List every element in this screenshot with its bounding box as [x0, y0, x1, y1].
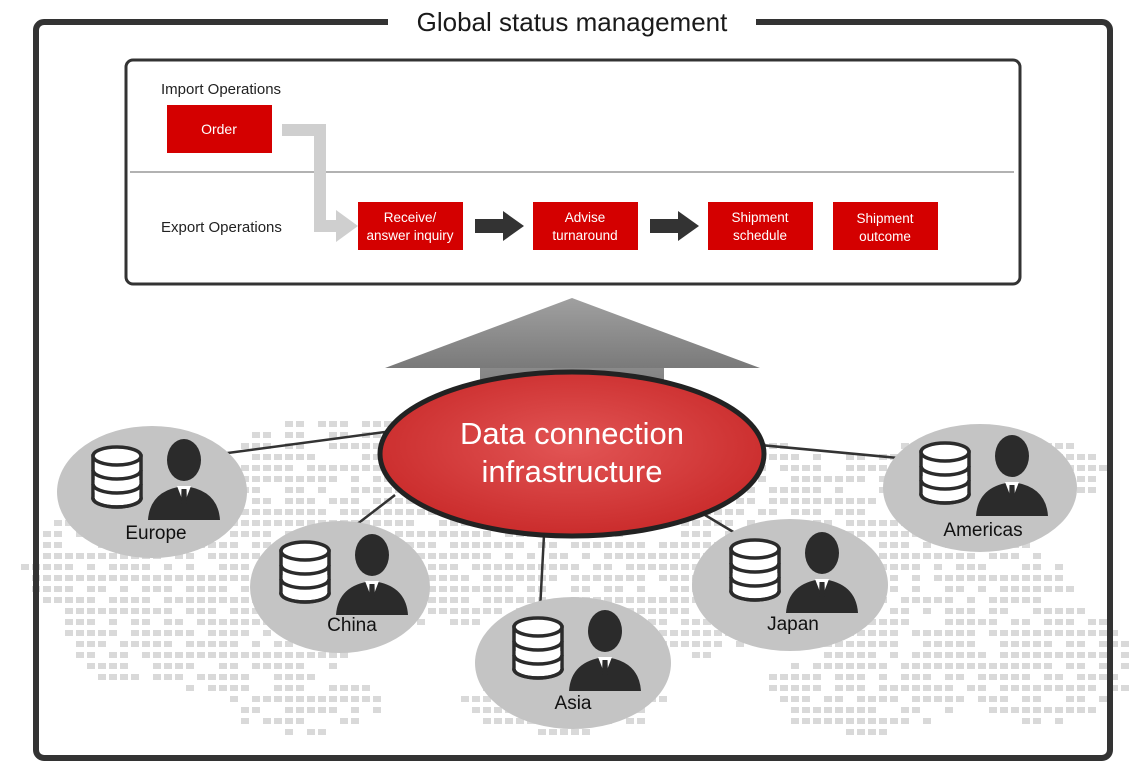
arrow-right-icon	[650, 211, 699, 241]
region-label: Japan	[767, 614, 819, 635]
region-node-americas: Americas	[883, 424, 1077, 552]
export-operations-label: Export Operations	[161, 219, 282, 236]
person-icon	[569, 610, 641, 691]
database-icon	[91, 445, 143, 509]
step-receive-inquiry: Receive/ answer inquiry	[358, 202, 463, 250]
region-node-asia: Asia	[475, 597, 671, 729]
step-label-line1: Receive/	[384, 210, 437, 225]
order-box: Order	[167, 105, 272, 153]
step-advise-turnaround: Advise turnaround	[533, 202, 638, 250]
step-label-line2: turnaround	[552, 228, 617, 243]
step-shipment-outcome: Shipment outcome	[833, 202, 938, 250]
region-node-japan: Japan	[692, 519, 888, 651]
region-node-europe: Europe	[57, 426, 247, 558]
step-label-line2: outcome	[859, 229, 911, 244]
order-label: Order	[201, 121, 237, 137]
order-connector-arrowhead	[336, 210, 358, 242]
arrow-right-icon	[475, 211, 524, 241]
step-label-line1: Shipment	[731, 210, 788, 225]
step-label-line2: answer inquiry	[366, 228, 453, 243]
order-connector	[282, 124, 340, 232]
person-icon	[976, 435, 1048, 516]
database-icon	[919, 441, 971, 505]
person-icon	[148, 439, 220, 520]
step-label-line2: schedule	[733, 228, 787, 243]
region-label: Asia	[555, 693, 592, 714]
import-operations-label: Import Operations	[161, 81, 281, 98]
step-shipment-schedule: Shipment schedule	[708, 202, 813, 250]
database-icon	[279, 540, 331, 604]
region-label: Europe	[125, 523, 186, 544]
hub-label-line2: infrastructure	[482, 454, 663, 489]
person-icon	[786, 532, 858, 613]
region-node-china: China	[250, 521, 430, 653]
person-icon	[336, 534, 408, 615]
hub-label-line1: Data connection	[460, 416, 684, 451]
step-label-line1: Shipment	[856, 211, 913, 226]
step-label-line1: Advise	[565, 210, 606, 225]
region-label: Americas	[943, 520, 1022, 541]
database-icon	[729, 538, 781, 602]
data-connection-hub: Data connection infrastructure	[377, 369, 767, 539]
region-label: China	[327, 615, 377, 636]
title-mask	[388, 8, 756, 38]
page-title: Global status management	[417, 7, 729, 37]
database-icon	[512, 616, 564, 680]
